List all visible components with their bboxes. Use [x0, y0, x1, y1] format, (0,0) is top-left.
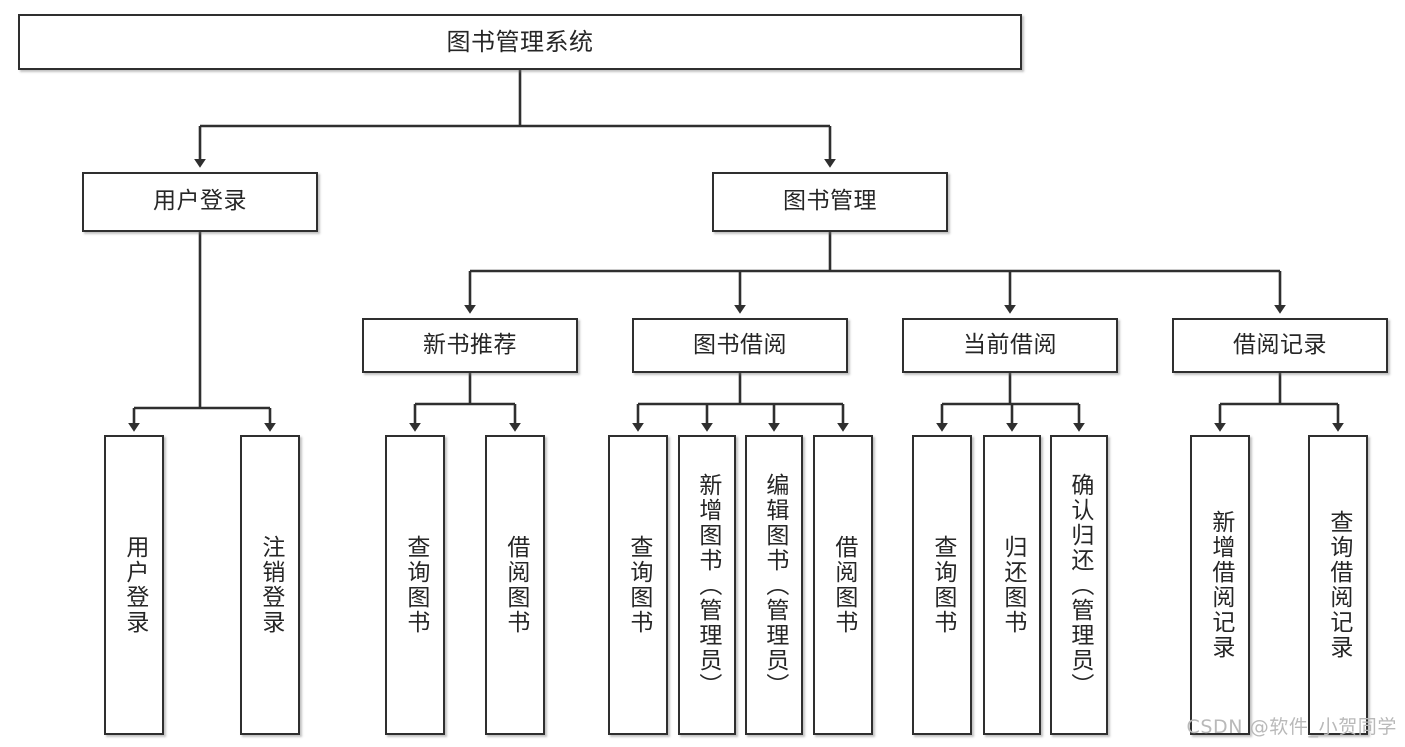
node-book-borrow[interactable]: 图书借阅 [632, 318, 848, 373]
leaf-logout[interactable]: 注销登录 [240, 435, 300, 735]
node-book-management[interactable]: 图书管理 [712, 172, 948, 232]
leaf-user-login[interactable]: 用户登录 [104, 435, 164, 735]
leaf-confirm-return-admin[interactable]: 确认归还（管理员） [1050, 435, 1108, 735]
node-new-book-recommend[interactable]: 新书推荐 [362, 318, 578, 373]
node-borrow-records[interactable]: 借阅记录 [1172, 318, 1388, 373]
leaf-query-borrow-record[interactable]: 查询借阅记录 [1308, 435, 1368, 735]
leaf-query-books-current[interactable]: 查询图书 [912, 435, 972, 735]
csdn-watermark: CSDN @软件_小贺同学 [1186, 716, 1397, 738]
leaf-edit-book-admin[interactable]: 编辑图书（管理员） [745, 435, 803, 735]
leaf-borrow-books[interactable]: 借阅图书 [813, 435, 873, 735]
node-user-login[interactable]: 用户登录 [82, 172, 318, 232]
leaf-return-books[interactable]: 归还图书 [983, 435, 1041, 735]
node-root-system[interactable]: 图书管理系统 [18, 14, 1022, 70]
leaf-query-books-borrow[interactable]: 查询图书 [608, 435, 668, 735]
node-current-borrow[interactable]: 当前借阅 [902, 318, 1118, 373]
leaf-query-books-recommend[interactable]: 查询图书 [385, 435, 445, 735]
leaf-add-book-admin[interactable]: 新增图书（管理员） [678, 435, 736, 735]
leaf-add-borrow-record[interactable]: 新增借阅记录 [1190, 435, 1250, 735]
leaf-borrow-books-recommend[interactable]: 借阅图书 [485, 435, 545, 735]
